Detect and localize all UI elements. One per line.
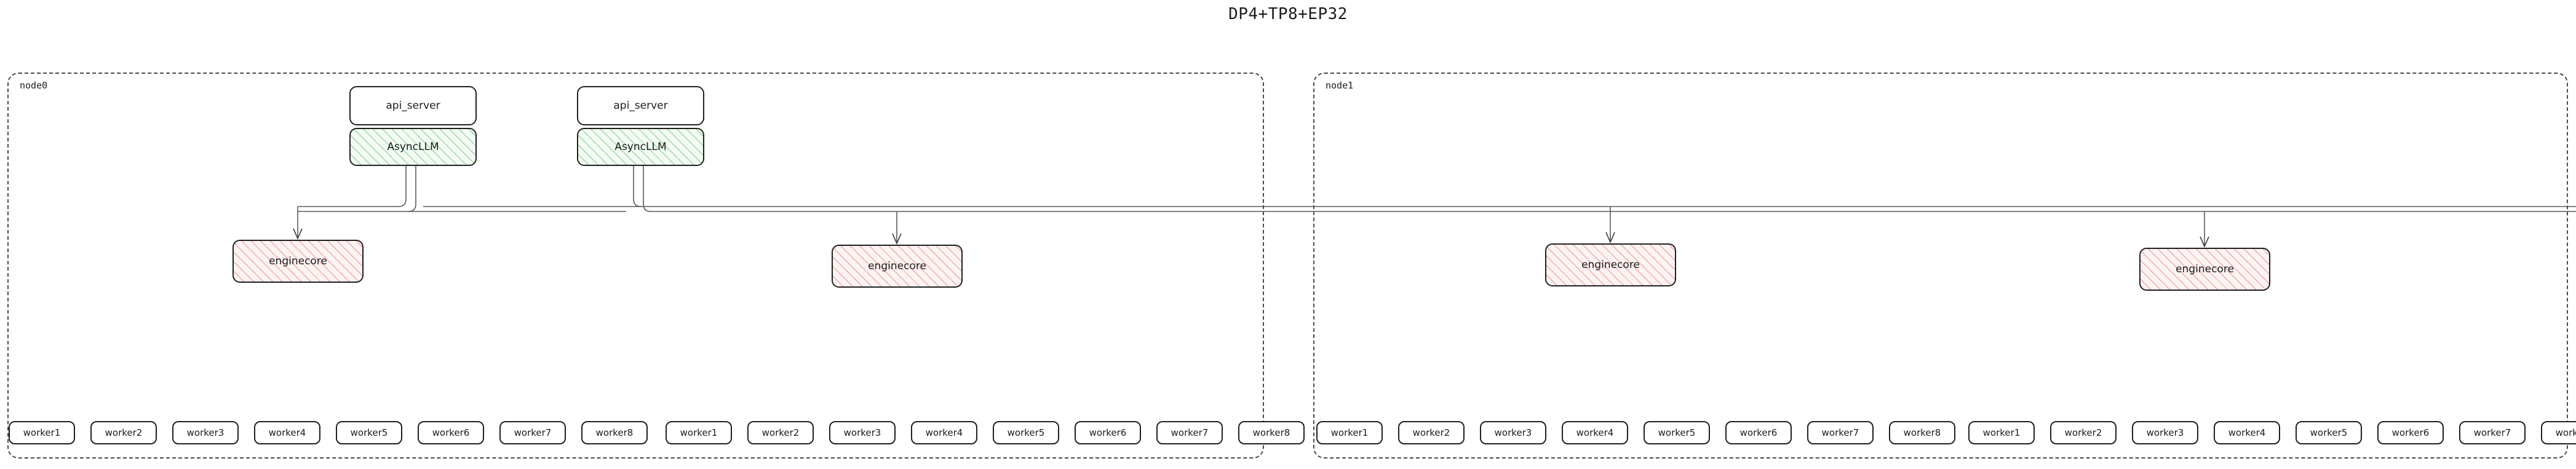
worker-box-label: worker6 bbox=[2391, 427, 2430, 438]
worker-box-label: worker3 bbox=[186, 427, 225, 438]
worker-box[interactable]: worker6 bbox=[1075, 421, 1141, 444]
worker-box[interactable]: worker8 bbox=[1238, 421, 1305, 444]
enginecore-box[interactable]: enginecore bbox=[1545, 243, 1676, 286]
worker-box[interactable]: worker6 bbox=[2377, 421, 2444, 444]
worker-box[interactable]: worker5 bbox=[1644, 421, 1710, 444]
worker-box-label: worker4 bbox=[2228, 427, 2266, 438]
worker-box[interactable]: worker4 bbox=[911, 421, 977, 444]
worker-box-label: worker7 bbox=[1171, 427, 1209, 438]
worker-box-label: worker1 bbox=[1330, 427, 1369, 438]
worker-box[interactable]: worker3 bbox=[172, 421, 239, 444]
worker-box[interactable]: worker5 bbox=[336, 421, 402, 444]
worker-box[interactable]: worker1 bbox=[666, 421, 732, 444]
worker-box-label: worker5 bbox=[1658, 427, 1696, 438]
worker-box-label: worker2 bbox=[1412, 427, 1450, 438]
worker-box-label: worker3 bbox=[2146, 427, 2184, 438]
worker-box[interactable]: worker8 bbox=[2541, 421, 2576, 444]
api-server-box-label: api_server bbox=[613, 100, 668, 112]
worker-box[interactable]: worker4 bbox=[2214, 421, 2280, 444]
worker-box[interactable]: worker4 bbox=[254, 421, 320, 444]
worker-box[interactable]: worker8 bbox=[581, 421, 648, 444]
worker-box[interactable]: worker3 bbox=[1480, 421, 1546, 444]
worker-box-label: worker6 bbox=[1089, 427, 1127, 438]
worker-box-label: worker1 bbox=[23, 427, 61, 438]
worker-box[interactable]: worker2 bbox=[747, 421, 814, 444]
worker-box-label: worker6 bbox=[432, 427, 470, 438]
worker-box-label: worker3 bbox=[1494, 427, 1532, 438]
worker-box[interactable]: worker3 bbox=[2132, 421, 2198, 444]
worker-box-label: worker8 bbox=[1903, 427, 1941, 438]
worker-box[interactable]: worker2 bbox=[2050, 421, 2117, 444]
worker-box[interactable]: worker4 bbox=[1562, 421, 1628, 444]
api-server-box[interactable]: api_server bbox=[577, 86, 704, 125]
worker-box-label: worker4 bbox=[1576, 427, 1614, 438]
enginecore-box[interactable]: enginecore bbox=[2139, 248, 2270, 291]
worker-box-label: worker5 bbox=[1007, 427, 1045, 438]
worker-box[interactable]: worker5 bbox=[993, 421, 1059, 444]
worker-box-label: worker2 bbox=[105, 427, 143, 438]
worker-box-label: worker5 bbox=[2310, 427, 2348, 438]
worker-box-label: worker8 bbox=[1252, 427, 1290, 438]
async-llm-box-label: AsyncLLM bbox=[387, 141, 439, 153]
api-server-box-label: api_server bbox=[386, 100, 440, 112]
worker-box[interactable]: worker2 bbox=[90, 421, 157, 444]
worker-box-label: worker7 bbox=[1821, 427, 1859, 438]
worker-box-label: worker3 bbox=[843, 427, 881, 438]
enginecore-box-label: enginecore bbox=[868, 260, 926, 272]
enginecore-box[interactable]: enginecore bbox=[233, 240, 364, 283]
api-server-box[interactable]: api_server bbox=[349, 86, 477, 125]
worker-box-label: worker8 bbox=[595, 427, 634, 438]
worker-box-label: worker5 bbox=[350, 427, 388, 438]
node-cluster-node0: node0 bbox=[7, 73, 1264, 459]
worker-box[interactable]: worker7 bbox=[1807, 421, 1874, 444]
worker-box[interactable]: worker1 bbox=[1968, 421, 2035, 444]
worker-box[interactable]: worker7 bbox=[2459, 421, 2526, 444]
async-llm-box-label: AsyncLLM bbox=[614, 141, 667, 153]
worker-box-label: worker8 bbox=[2555, 427, 2576, 438]
enginecore-box-label: enginecore bbox=[1581, 259, 1640, 271]
node-cluster-node1: node1 bbox=[1313, 73, 2568, 459]
enginecore-box-label: enginecore bbox=[2176, 263, 2234, 275]
worker-box-label: worker4 bbox=[925, 427, 963, 438]
worker-box[interactable]: worker2 bbox=[1398, 421, 1465, 444]
worker-box[interactable]: worker8 bbox=[1889, 421, 1955, 444]
worker-box[interactable]: worker7 bbox=[499, 421, 566, 444]
worker-box[interactable]: worker3 bbox=[829, 421, 896, 444]
enginecore-box-label: enginecore bbox=[269, 255, 327, 267]
worker-box-label: worker1 bbox=[1982, 427, 2021, 438]
async-llm-box[interactable]: AsyncLLM bbox=[349, 128, 477, 166]
worker-box-label: worker2 bbox=[761, 427, 800, 438]
worker-box[interactable]: worker6 bbox=[1725, 421, 1792, 444]
worker-box-label: worker7 bbox=[514, 427, 552, 438]
worker-box[interactable]: worker1 bbox=[1316, 421, 1383, 444]
enginecore-box[interactable]: enginecore bbox=[832, 245, 963, 288]
node-label-node0: node0 bbox=[20, 80, 48, 91]
worker-box-label: worker2 bbox=[2064, 427, 2102, 438]
worker-box-label: worker1 bbox=[680, 427, 718, 438]
worker-box-label: worker4 bbox=[268, 427, 306, 438]
worker-box-label: worker6 bbox=[1739, 427, 1778, 438]
worker-box[interactable]: worker6 bbox=[418, 421, 484, 444]
worker-box[interactable]: worker1 bbox=[9, 421, 75, 444]
worker-box-label: worker7 bbox=[2473, 427, 2511, 438]
worker-box[interactable]: worker7 bbox=[1156, 421, 1223, 444]
async-llm-box[interactable]: AsyncLLM bbox=[577, 128, 704, 166]
page-title: DP4+TP8+EP32 bbox=[1228, 5, 1348, 23]
worker-box[interactable]: worker5 bbox=[2296, 421, 2362, 444]
node-label-node1: node1 bbox=[1326, 80, 1354, 91]
